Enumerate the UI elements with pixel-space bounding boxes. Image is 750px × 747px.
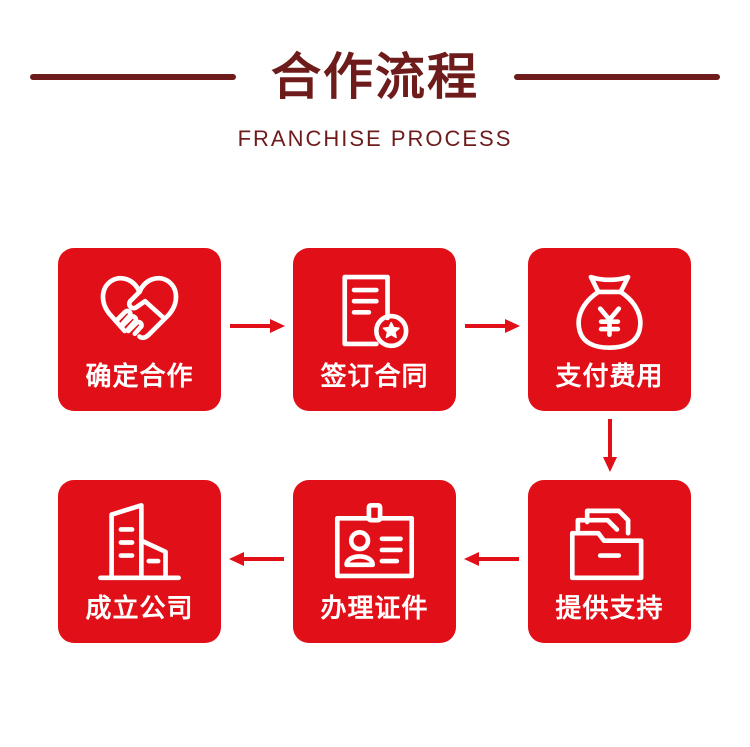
id-badge-icon <box>334 502 415 579</box>
handshake-heart-icon <box>100 275 179 341</box>
contract-document-icon <box>342 274 409 349</box>
folder-documents-icon <box>569 508 644 581</box>
step-card-pay-fees: 支付费用 <box>528 248 691 411</box>
step-label: 成立公司 <box>85 594 194 624</box>
step-card-process-documents: 办理证件 <box>293 480 456 643</box>
step-card-establish-company: 成立公司 <box>58 480 221 643</box>
page-subtitle: FRANCHISE PROCESS <box>237 126 513 151</box>
step-label: 签订合同 <box>320 362 429 392</box>
step-card-sign-contract: 签订合同 <box>293 248 456 411</box>
step-card-confirm-cooperation: 确定合作 <box>58 248 221 411</box>
step-label: 确定合作 <box>85 362 194 392</box>
page-title: 合作流程 <box>271 48 479 106</box>
office-building-icon <box>98 502 181 581</box>
arrow-right-icon <box>465 319 520 333</box>
step-label: 办理证件 <box>320 594 429 624</box>
money-bag-yen-icon <box>576 274 643 351</box>
arrow-left-icon <box>464 552 519 566</box>
step-card-provide-support: 提供支持 <box>528 480 691 643</box>
arrow-down-icon <box>603 419 617 472</box>
title-divider-right <box>514 74 720 80</box>
arrow-left-icon <box>229 552 284 566</box>
step-label: 提供支持 <box>555 594 664 624</box>
step-label: 支付费用 <box>555 362 664 392</box>
title-divider-left <box>30 74 236 80</box>
arrow-right-icon <box>230 319 285 333</box>
